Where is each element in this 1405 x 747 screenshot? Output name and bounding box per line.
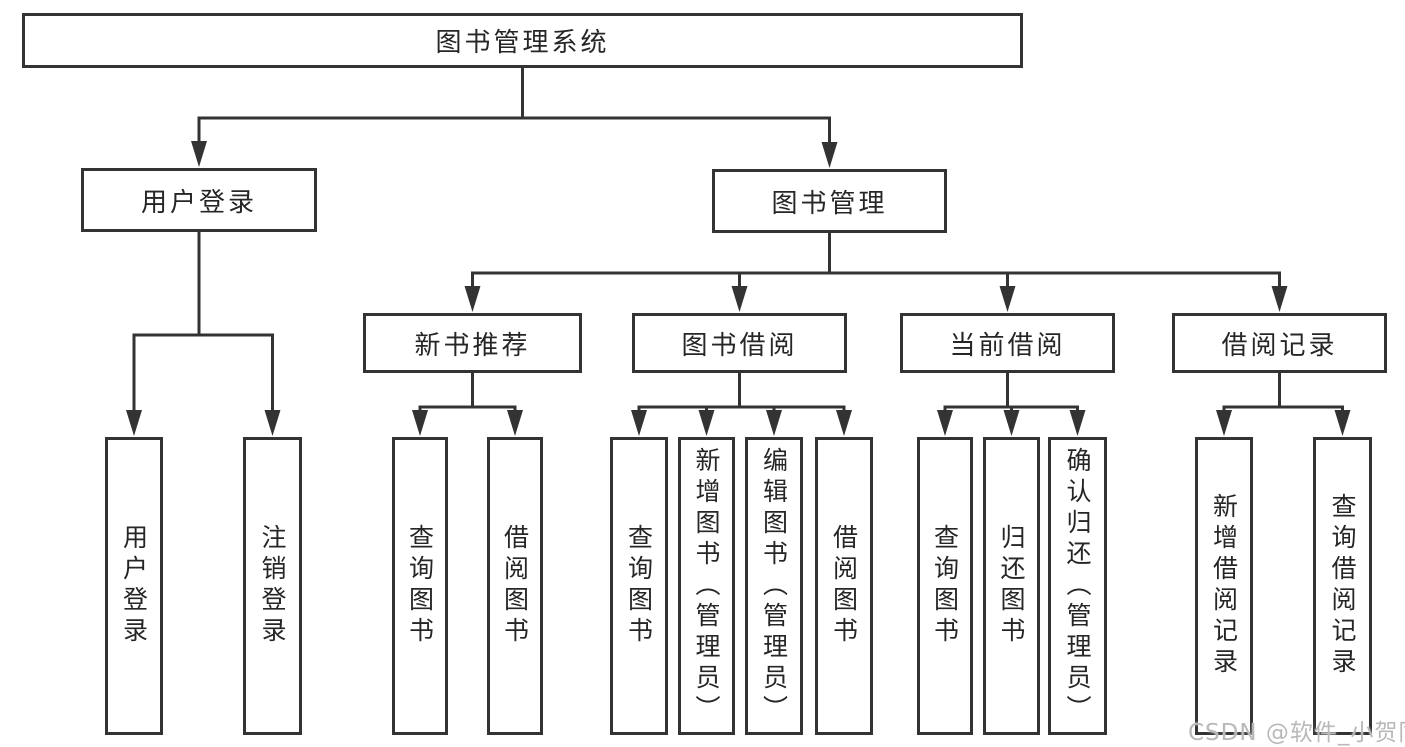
- node-label-v-add-books: 新增图书（管理员）: [692, 446, 721, 726]
- node-new-book-rec: 新书推荐: [363, 313, 582, 373]
- node-label-v-borrow-books-1: 借阅图书: [500, 524, 530, 648]
- arrowhead-icon: [999, 286, 1016, 312]
- node-book-borrow: 图书借阅: [632, 313, 847, 373]
- node-label-v-query-books-1: 查询图书: [405, 524, 435, 648]
- node-v-user-login: 用户登录: [105, 437, 163, 735]
- node-v-borrow-books-2: 借阅图书: [815, 437, 873, 735]
- node-v-borrow-books-1: 借阅图书: [487, 437, 543, 735]
- arrowhead-icon: [766, 410, 782, 436]
- arrowhead-icon: [937, 410, 953, 436]
- node-user-login: 用户登录: [81, 168, 317, 232]
- node-label-book-mgmt: 图书管理: [771, 188, 888, 219]
- arrowhead-icon: [1271, 286, 1288, 312]
- arrowhead-icon: [836, 410, 852, 436]
- node-label-v-borrow-books-2: 借阅图书: [829, 524, 859, 648]
- node-label-user-login: 用户登录: [140, 187, 257, 218]
- node-label-root: 图书管理系统: [435, 28, 610, 58]
- node-borrow-records: 借阅记录: [1172, 313, 1387, 373]
- node-label-v-query-books-3: 查询图书: [930, 524, 960, 648]
- node-v-edit-books: 编辑图书（管理员）: [745, 437, 803, 735]
- csdn-watermark: CSDN @软件_小贺同学: [1188, 720, 1405, 746]
- node-label-v-query-books-2: 查询图书: [624, 524, 654, 648]
- arrowhead-icon: [1334, 410, 1351, 436]
- node-v-query-borrow-record: 查询借阅记录: [1313, 437, 1372, 735]
- node-v-confirm-return: 确认归还（管理员）: [1048, 437, 1107, 735]
- node-label-v-add-borrow-record: 新增借阅记录: [1209, 493, 1239, 679]
- arrowhead-icon: [507, 410, 523, 436]
- arrowhead-icon: [1216, 410, 1232, 436]
- node-v-query-books-1: 查询图书: [392, 437, 448, 735]
- arrowhead-icon: [1003, 410, 1020, 436]
- node-v-add-books: 新增图书（管理员）: [678, 437, 735, 735]
- node-label-v-edit-books: 编辑图书（管理员）: [759, 446, 789, 726]
- node-label-v-query-borrow-record: 查询借阅记录: [1328, 493, 1357, 679]
- arrowhead-icon: [698, 410, 715, 436]
- arrowhead-icon: [191, 141, 207, 167]
- node-label-v-user-login: 用户登录: [119, 524, 149, 648]
- node-current-borrow: 当前借阅: [900, 313, 1115, 373]
- node-label-v-return-books: 归还图书: [997, 524, 1026, 648]
- node-label-current-borrow: 当前借阅: [949, 330, 1066, 361]
- arrowhead-icon: [126, 410, 142, 436]
- node-book-mgmt: 图书管理: [712, 169, 947, 233]
- node-v-add-borrow-record: 新增借阅记录: [1195, 437, 1253, 735]
- node-label-new-book-rec: 新书推荐: [414, 330, 531, 361]
- arrowhead-icon: [821, 142, 838, 168]
- arrowhead-icon: [1069, 410, 1086, 436]
- arrowhead-icon: [264, 410, 281, 436]
- arrowhead-icon: [412, 410, 428, 436]
- arrowhead-icon: [631, 410, 647, 436]
- node-label-v-confirm-return: 确认归还（管理员）: [1063, 446, 1092, 726]
- node-label-book-borrow: 图书借阅: [681, 330, 798, 361]
- node-v-query-books-2: 查询图书: [610, 437, 668, 735]
- node-label-borrow-records: 借阅记录: [1221, 330, 1338, 361]
- node-v-return-books: 归还图书: [983, 437, 1040, 735]
- arrowhead-icon: [464, 286, 481, 312]
- node-label-v-logout: 注销登录: [258, 524, 287, 648]
- node-v-query-books-3: 查询图书: [917, 437, 973, 735]
- node-v-logout: 注销登录: [243, 437, 302, 735]
- arrowhead-icon: [731, 286, 748, 312]
- node-root: 图书管理系统: [22, 13, 1023, 68]
